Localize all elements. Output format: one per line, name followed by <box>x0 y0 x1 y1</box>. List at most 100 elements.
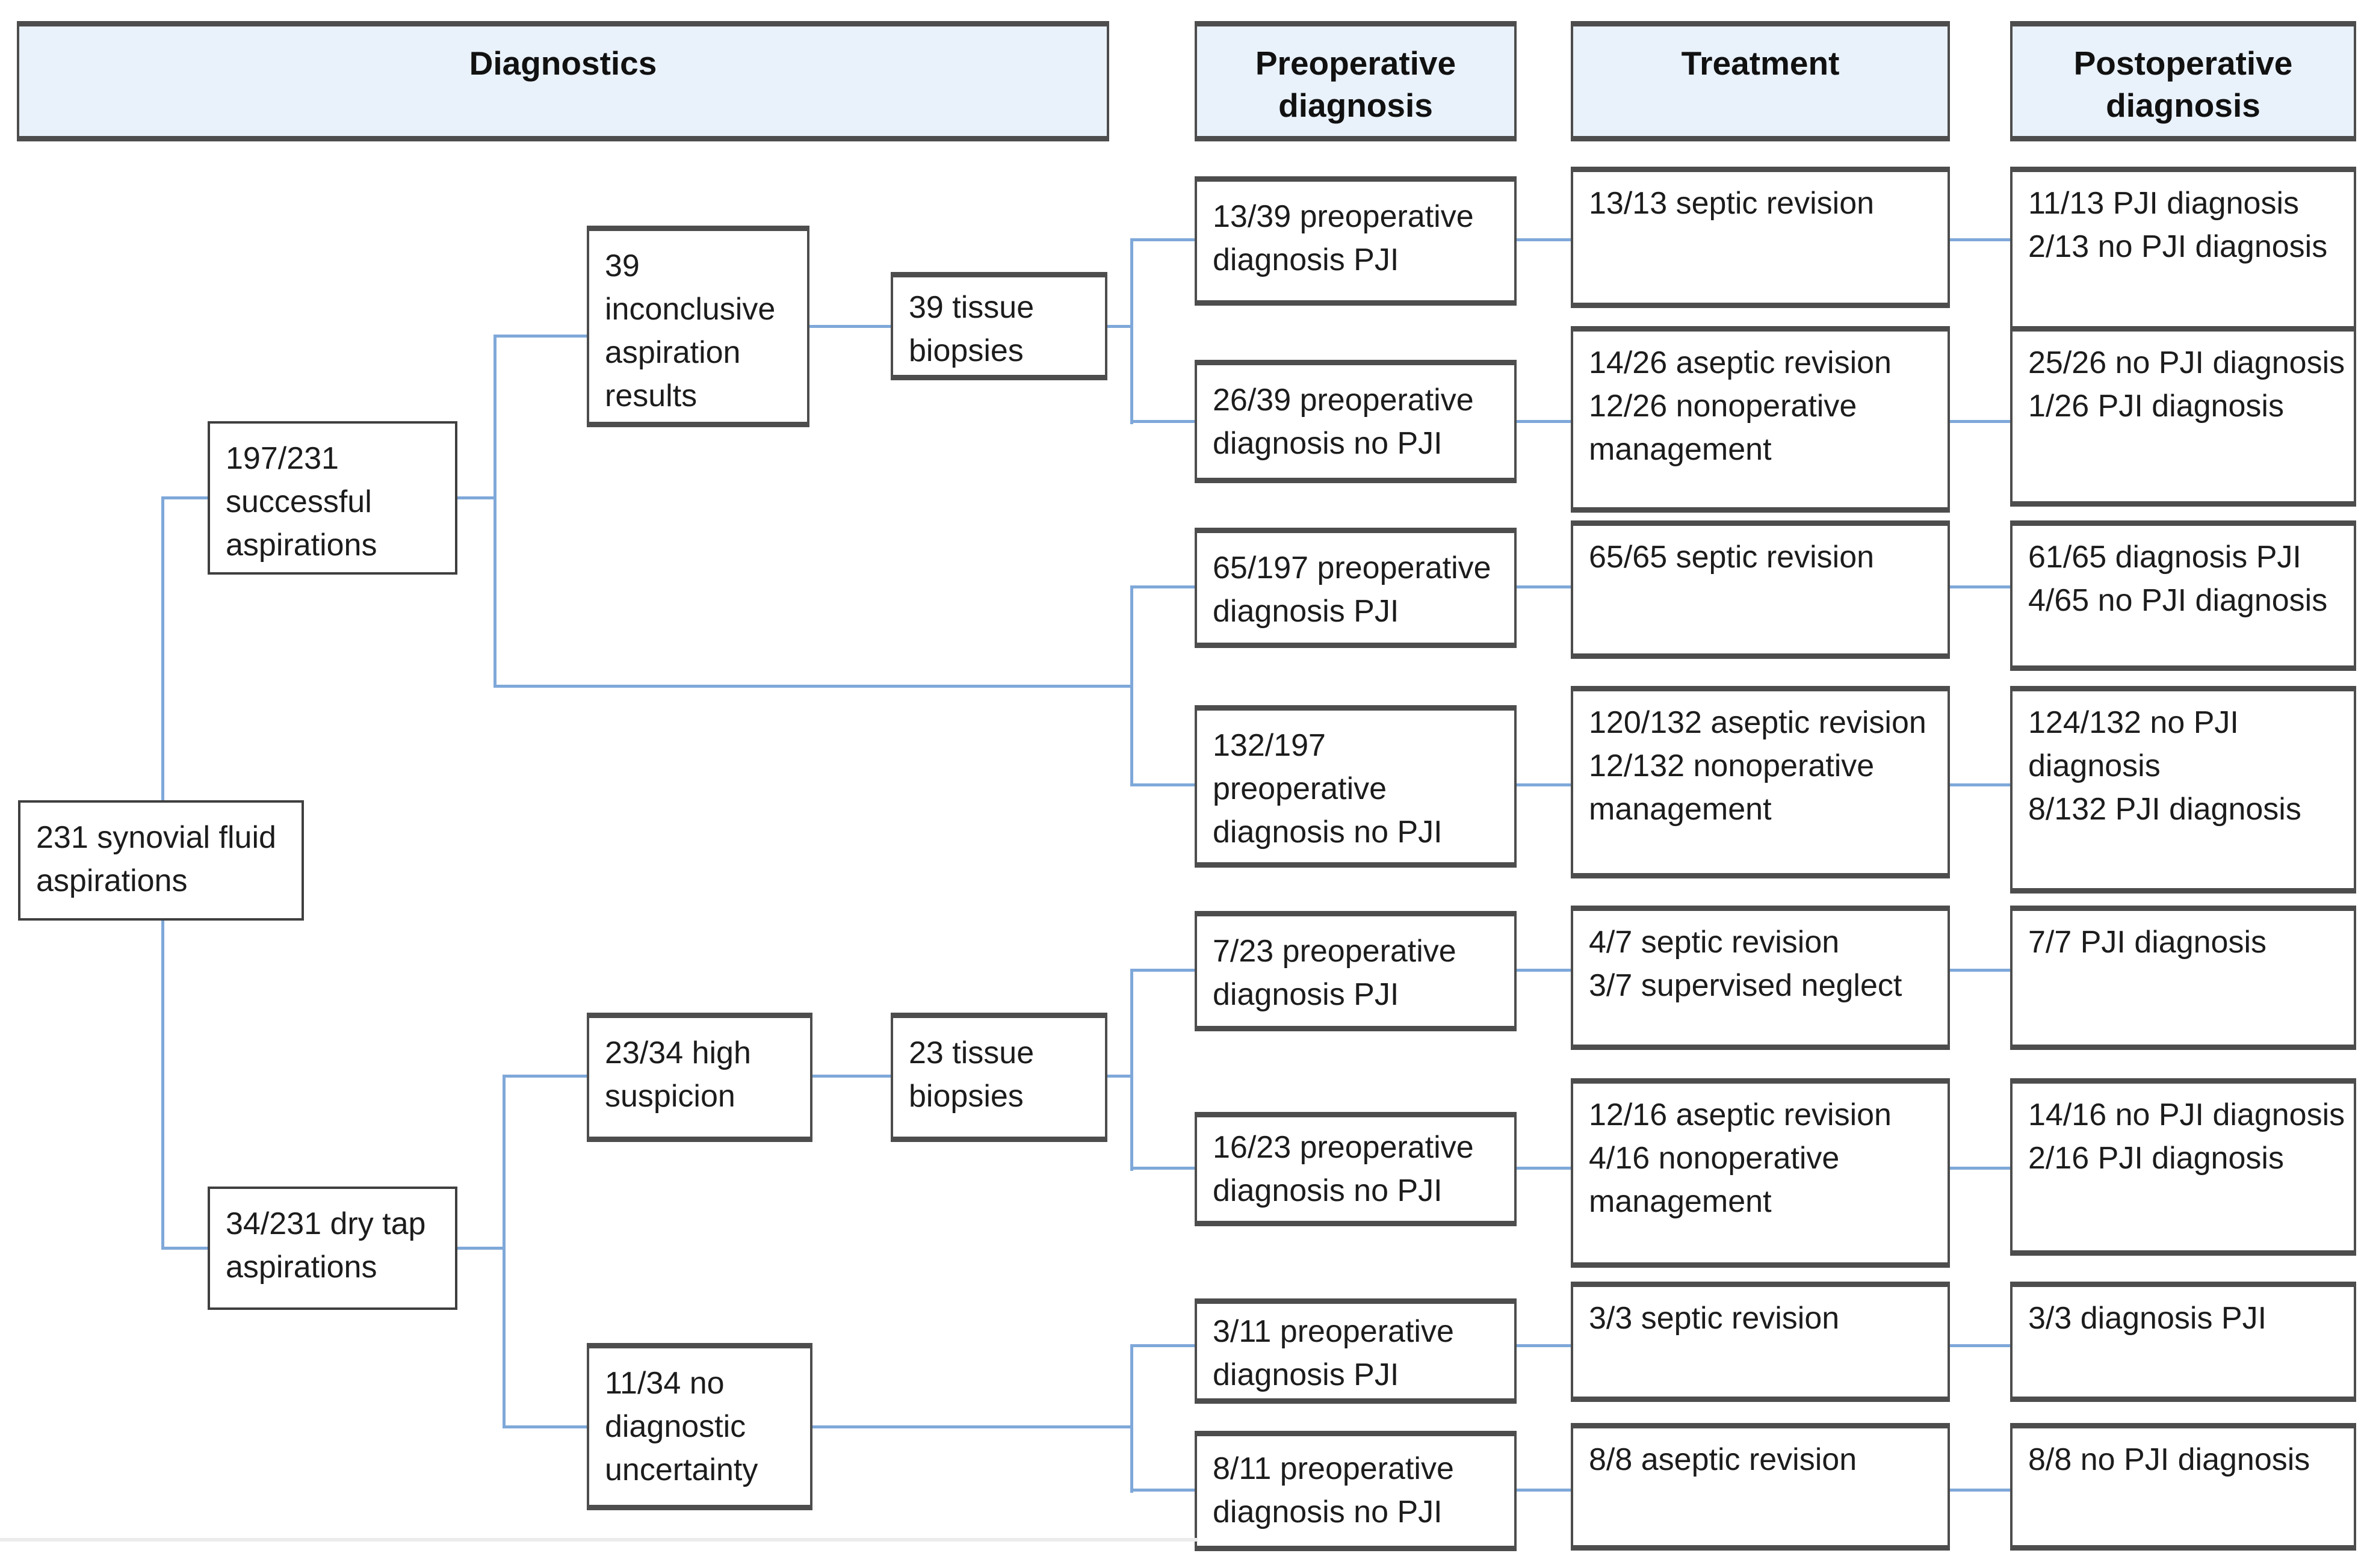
postop-row6-entry-1: 14/16 no PJI diagnosis <box>2028 1097 2345 1132</box>
node-postop-row4: 124/132 no PJI diagnosis 8/132 PJI diagn… <box>2010 686 2356 894</box>
node-high-suspicion: 23/34 high suspicion <box>587 1013 812 1142</box>
connector-successful-bracket <box>494 335 497 688</box>
connector-no-uncertainty-long <box>811 1425 1133 1428</box>
connector-to-inconclusive <box>494 335 589 338</box>
treatment-row2-entry-2: 12/26 nonoperative management <box>1589 389 1857 467</box>
node-preop-row8-label: 8/11 preoperative diagnosis no PJI <box>1213 1451 1454 1529</box>
treatment-row4-entry-2: 12/132 nonoperative management <box>1589 749 1875 827</box>
postop-row4-entry-1: 124/132 no PJI diagnosis <box>2028 705 2239 783</box>
connector-bracket-rows-5-6 <box>1130 969 1133 1171</box>
node-preop-row6-label: 16/23 preoperative diagnosis no PJI <box>1213 1130 1474 1208</box>
header-diagnostics-label: Diagnostics <box>469 45 657 82</box>
node-treatment-row8: 8/8 aseptic revision <box>1571 1423 1950 1551</box>
connector-to-preop-row6 <box>1130 1167 1196 1170</box>
connector-preop-treatment-row7 <box>1514 1344 1573 1347</box>
connector-preop-treatment-row3 <box>1514 585 1573 588</box>
connector-preop-treatment-row4 <box>1514 783 1573 786</box>
postop-row3-entry-1: 61/65 diagnosis PJI <box>2028 540 2301 575</box>
node-treatment-row5: 4/7 septic revision 3/7 supervised negle… <box>1571 906 1950 1050</box>
treatment-row5-entry-2: 3/7 supervised neglect <box>1589 968 1902 1003</box>
node-treatment-row4: 120/132 aseptic revision 12/132 nonopera… <box>1571 686 1950 878</box>
treatment-row1-entry-1: 13/13 septic revision <box>1589 186 1875 221</box>
node-no-diagnostic-uncertainty-label: 11/34 no diagnostic uncertainty <box>605 1366 758 1487</box>
node-tissue-biopsies-23-label: 23 tissue biopsies <box>909 1036 1035 1114</box>
connector-root-down <box>161 919 164 1248</box>
node-root-aspirations: 231 synovial fluid aspirations <box>18 800 304 921</box>
node-preop-row7: 3/11 preoperative diagnosis PJI <box>1195 1298 1517 1404</box>
node-postop-row5: 7/7 PJI diagnosis <box>2010 906 2356 1050</box>
node-preop-row8: 8/11 preoperative diagnosis no PJI <box>1195 1431 1517 1551</box>
node-tissue-biopsies-23: 23 tissue biopsies <box>891 1013 1107 1142</box>
node-treatment-row6: 12/16 aseptic revision 4/16 nonoperative… <box>1571 1078 1950 1268</box>
node-preop-row2: 26/39 preoperative diagnosis no PJI <box>1195 360 1517 483</box>
connector-high-suspicion-to-tissue23 <box>811 1075 893 1078</box>
connector-to-preop-row8 <box>1130 1489 1196 1492</box>
node-dry-tap-aspirations-label: 34/231 dry tap aspirations <box>226 1206 426 1285</box>
connector-successful-out <box>456 496 495 499</box>
header-postoperative-diagnosis: Postoperative diagnosis <box>2010 21 2356 141</box>
node-tissue-biopsies-39-label: 39 tissue biopsies <box>909 290 1035 368</box>
node-root-aspirations-label: 231 synovial fluid aspirations <box>36 820 276 898</box>
treatment-row4-entry-1: 120/132 aseptic revision <box>1589 705 1926 740</box>
node-treatment-row7: 3/3 septic revision <box>1571 1282 1950 1402</box>
node-successful-aspirations-label: 197/231 successful aspirations <box>226 441 377 563</box>
node-postop-row1: 11/13 PJI diagnosis 2/13 no PJI diagnosi… <box>2010 167 2356 347</box>
node-dry-tap-aspirations: 34/231 dry tap aspirations <box>208 1187 457 1310</box>
connector-to-dry-tap <box>161 1247 211 1250</box>
connector-to-no-uncertainty <box>503 1425 589 1428</box>
node-preop-row3-label: 65/197 preoperative diagnosis PJI <box>1213 551 1491 629</box>
node-treatment-row1: 13/13 septic revision <box>1571 167 1950 308</box>
connector-to-preop-row1 <box>1130 238 1196 241</box>
node-preop-row3: 65/197 preoperative diagnosis PJI <box>1195 528 1517 648</box>
postop-row5-entry-1: 7/7 PJI diagnosis <box>2028 925 2267 960</box>
postop-row2-entry-2: 1/26 PJI diagnosis <box>2028 389 2284 424</box>
treatment-row6-entry-2: 4/16 nonoperative management <box>1589 1141 1840 1219</box>
header-postoperative-diagnosis-label: Postoperative diagnosis <box>2073 45 2293 124</box>
node-postop-row2: 25/26 no PJI diagnosis 1/26 PJI diagnosi… <box>2010 326 2356 507</box>
connector-tissue23-out <box>1106 1075 1133 1078</box>
connector-dry-tap-out <box>456 1247 504 1250</box>
node-postop-row8: 8/8 no PJI diagnosis <box>2010 1423 2356 1551</box>
connector-treatment-postop-row7 <box>1948 1344 2013 1347</box>
node-preop-row1: 13/39 preoperative diagnosis PJI <box>1195 176 1517 306</box>
connector-treatment-postop-row6 <box>1948 1167 2013 1170</box>
header-diagnostics: Diagnostics <box>17 21 1109 141</box>
node-inconclusive-results-label: 39 inconclusive aspiration results <box>605 248 776 413</box>
postop-row3-entry-2: 4/65 no PJI diagnosis <box>2028 583 2328 618</box>
connector-treatment-postop-row8 <box>1948 1489 2013 1492</box>
connector-dry-tap-bracket <box>503 1075 506 1428</box>
connector-to-preop-row5 <box>1130 969 1196 972</box>
treatment-row2-entry-1: 14/26 aseptic revision <box>1589 345 1892 380</box>
postop-row2-entry-1: 25/26 no PJI diagnosis <box>2028 345 2345 380</box>
postop-row8-entry-1: 8/8 no PJI diagnosis <box>2028 1442 2310 1477</box>
connector-to-preop-row2 <box>1130 420 1196 423</box>
node-postop-row6: 14/16 no PJI diagnosis 2/16 PJI diagnosi… <box>2010 1078 2356 1256</box>
connector-to-preop-row7 <box>1130 1344 1196 1347</box>
connector-inconclusive-to-tissue39 <box>808 325 893 328</box>
connector-preop-treatment-row6 <box>1514 1167 1573 1170</box>
node-preop-row4-label: 132/197 preoperative diagnosis no PJI <box>1213 728 1443 850</box>
connector-treatment-postop-row5 <box>1948 969 2013 972</box>
connector-bracket-rows-3-4 <box>1130 585 1133 786</box>
connector-tissue39-out <box>1106 325 1133 328</box>
connector-bracket-rows-7-8 <box>1130 1344 1133 1493</box>
node-preop-row6: 16/23 preoperative diagnosis no PJI <box>1195 1112 1517 1226</box>
postop-row7-entry-1: 3/3 diagnosis PJI <box>2028 1301 2267 1336</box>
connector-preop-treatment-row1 <box>1514 238 1573 241</box>
node-postop-row7: 3/3 diagnosis PJI <box>2010 1282 2356 1402</box>
connector-to-preop-row3 <box>1130 585 1196 588</box>
connector-to-successful <box>161 496 211 499</box>
node-high-suspicion-label: 23/34 high suspicion <box>605 1036 751 1114</box>
connector-treatment-postop-row3 <box>1948 585 2013 588</box>
header-treatment-label: Treatment <box>1681 45 1840 82</box>
page-edge-artifact <box>0 1538 1198 1542</box>
treatment-row8-entry-1: 8/8 aseptic revision <box>1589 1442 1857 1477</box>
postop-row1-entry-2: 2/13 no PJI diagnosis <box>2028 229 2328 264</box>
node-preop-row5-label: 7/23 preoperative diagnosis PJI <box>1213 934 1456 1012</box>
connector-to-preop-row4 <box>1130 783 1196 786</box>
node-successful-aspirations: 197/231 successful aspirations <box>208 421 457 575</box>
node-preop-row7-label: 3/11 preoperative diagnosis PJI <box>1213 1314 1454 1392</box>
header-treatment: Treatment <box>1571 21 1950 141</box>
node-tissue-biopsies-39: 39 tissue biopsies <box>891 272 1107 380</box>
node-treatment-row3: 65/65 septic revision <box>1571 520 1950 659</box>
